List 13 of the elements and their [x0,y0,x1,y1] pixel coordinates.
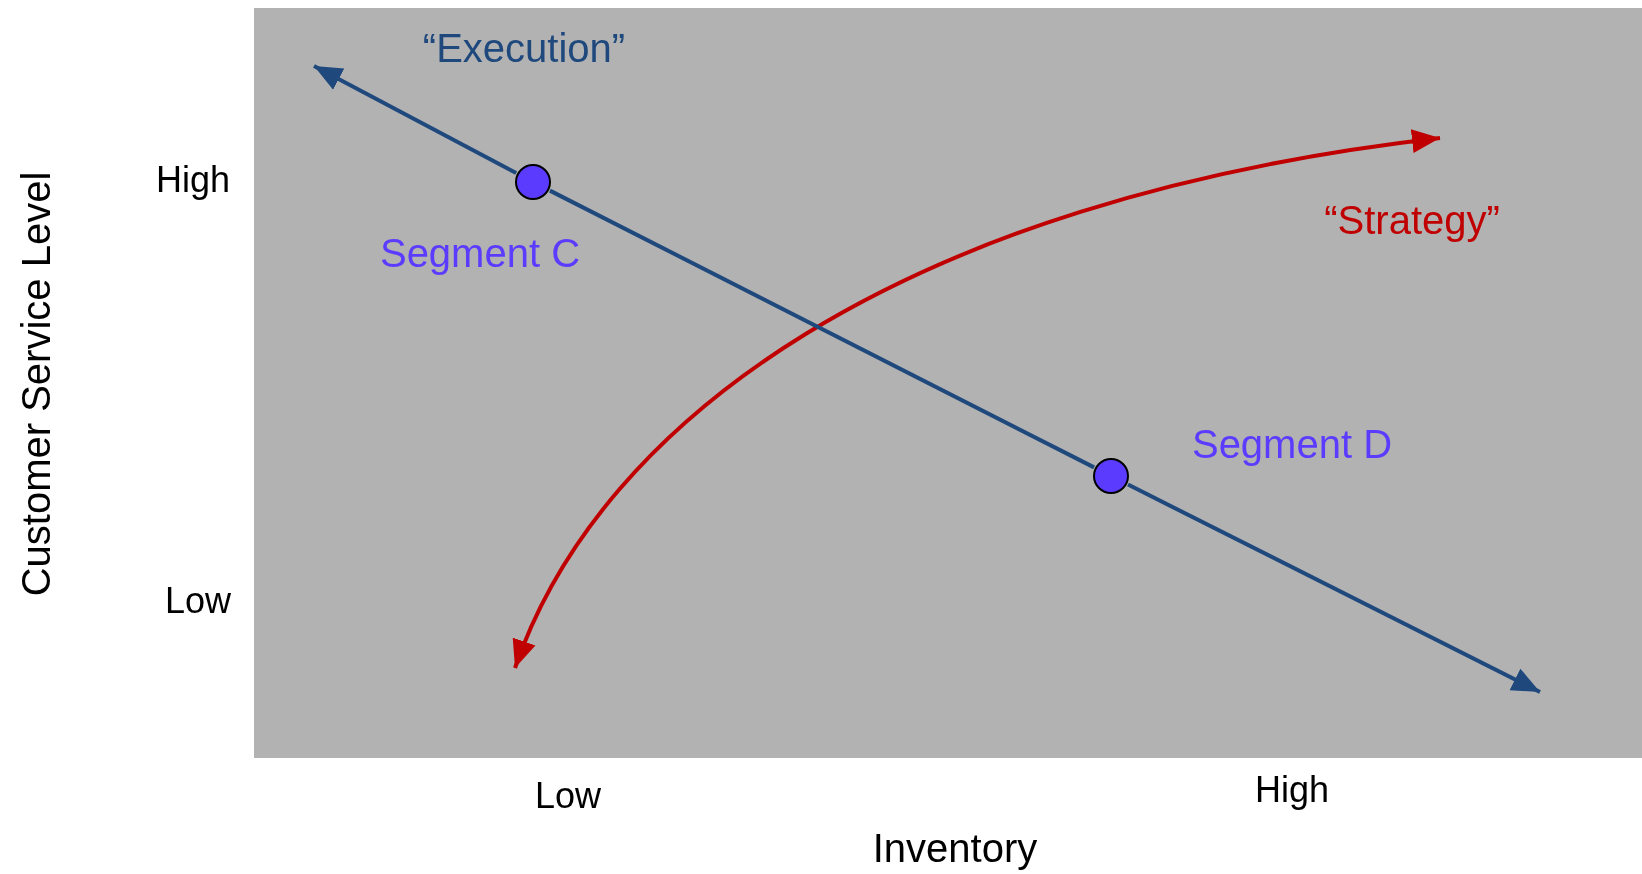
curve-label: “Execution” [422,28,626,68]
axis-title: Customer Service Level [16,171,56,597]
axis-title: Inventory [872,828,1038,868]
segment-label: Segment D [1191,424,1393,464]
segment-label: Segment C [379,233,581,273]
connector-line [549,188,1095,470]
axis-tick-label: High [1255,772,1329,808]
axis-tick-label: High [156,162,230,198]
curve-label: “Strategy” [1324,200,1500,240]
axis-tick-label: Low [165,583,231,619]
axis-tick-label: Low [535,778,601,814]
arrow [1127,482,1541,694]
arrow [313,64,518,175]
